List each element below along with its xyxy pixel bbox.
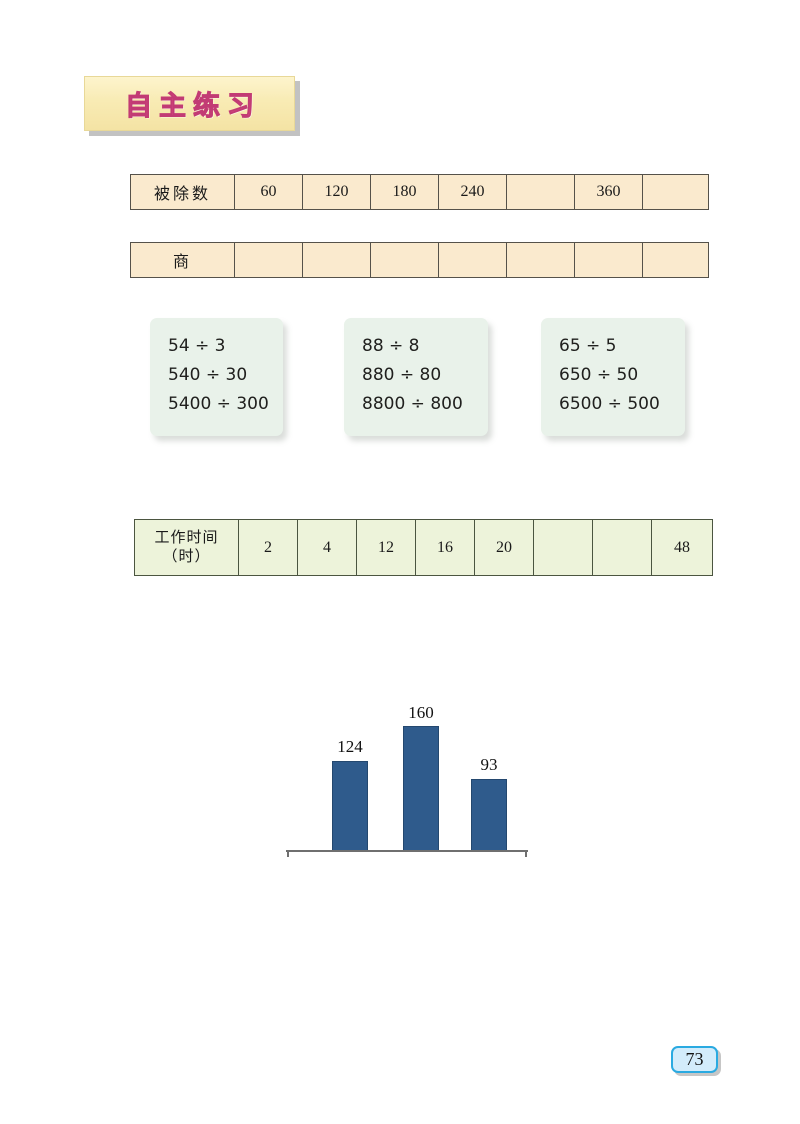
table-cell: 4 [297, 519, 357, 576]
page-number-value: 73 [685, 1049, 704, 1069]
calc-line: 650 ÷ 50 [559, 365, 639, 386]
table-cell [642, 242, 709, 278]
bar-chart-axis [286, 850, 528, 852]
bar-label-1: 160 [408, 703, 434, 722]
table-quotient: 商 [130, 242, 709, 278]
table-cell: 16 [415, 519, 475, 576]
section-banner: 自主练习 [84, 76, 295, 131]
table-cell: 20 [474, 519, 534, 576]
table-cell: 48 [651, 519, 713, 576]
table-dividend: 被除数 60 120 180 240 360 [130, 174, 709, 210]
bar-chart-plot: 124 160 93 [286, 703, 528, 857]
calc-box-3: 65 ÷ 5 650 ÷ 50 6500 ÷ 500 [541, 318, 685, 436]
table-cell: 12 [356, 519, 416, 576]
table-cell [642, 174, 709, 210]
table-cell: 180 [370, 174, 439, 210]
table-worktime-header-line1: 工作时间 [154, 529, 219, 546]
calc-box-2: 88 ÷ 8 880 ÷ 80 8800 ÷ 800 [344, 318, 488, 436]
table-cell [438, 242, 507, 278]
table-dividend-header: 被除数 [130, 174, 235, 210]
table-row: 工作时间 （时） 2 4 12 16 20 48 [134, 519, 713, 576]
calc-line: 65 ÷ 5 [559, 336, 617, 356]
calc-line: 540 ÷ 30 [168, 365, 248, 386]
bar-label-0: 124 [337, 737, 363, 756]
table-cell: 240 [438, 174, 507, 210]
calc-line: 8800 ÷ 800 [362, 394, 463, 415]
calc-line: 880 ÷ 80 [362, 365, 442, 386]
bar-label-2: 93 [480, 755, 498, 774]
calc-line: 88 ÷ 8 [362, 336, 420, 356]
table-cell [574, 242, 643, 278]
table-cell [302, 242, 371, 278]
table-row: 商 [130, 242, 709, 278]
section-title: 自主练习 [125, 91, 261, 123]
bar-chart: 124 160 93 [286, 703, 528, 857]
table-cell [506, 174, 575, 210]
table-worktime-header: 工作时间 （时） [134, 519, 239, 576]
calc-line: 6500 ÷ 500 [559, 394, 660, 415]
table-row: 被除数 60 120 180 240 360 [130, 174, 709, 210]
table-cell [533, 519, 593, 576]
table-cell: 360 [574, 174, 643, 210]
table-cell [234, 242, 303, 278]
table-cell: 60 [234, 174, 303, 210]
table-worktime-header-line2: （时） [162, 548, 211, 565]
table-cell [592, 519, 652, 576]
table-cell: 2 [238, 519, 298, 576]
table-quotient-header: 商 [130, 242, 235, 278]
bar-0 [332, 761, 368, 851]
table-cell: 120 [302, 174, 371, 210]
axis-tick [525, 850, 527, 857]
axis-tick [287, 850, 289, 857]
table-cell [506, 242, 575, 278]
calc-line: 5400 ÷ 300 [168, 394, 269, 415]
table-cell [370, 242, 439, 278]
page-number-badge: 73 [671, 1046, 718, 1073]
table-worktime: 工作时间 （时） 2 4 12 16 20 48 [134, 519, 713, 576]
calc-line: 54 ÷ 3 [168, 336, 226, 356]
calc-box-1: 54 ÷ 3 540 ÷ 30 5400 ÷ 300 [150, 318, 283, 436]
bar-2 [471, 779, 507, 851]
bar-1 [403, 726, 439, 851]
